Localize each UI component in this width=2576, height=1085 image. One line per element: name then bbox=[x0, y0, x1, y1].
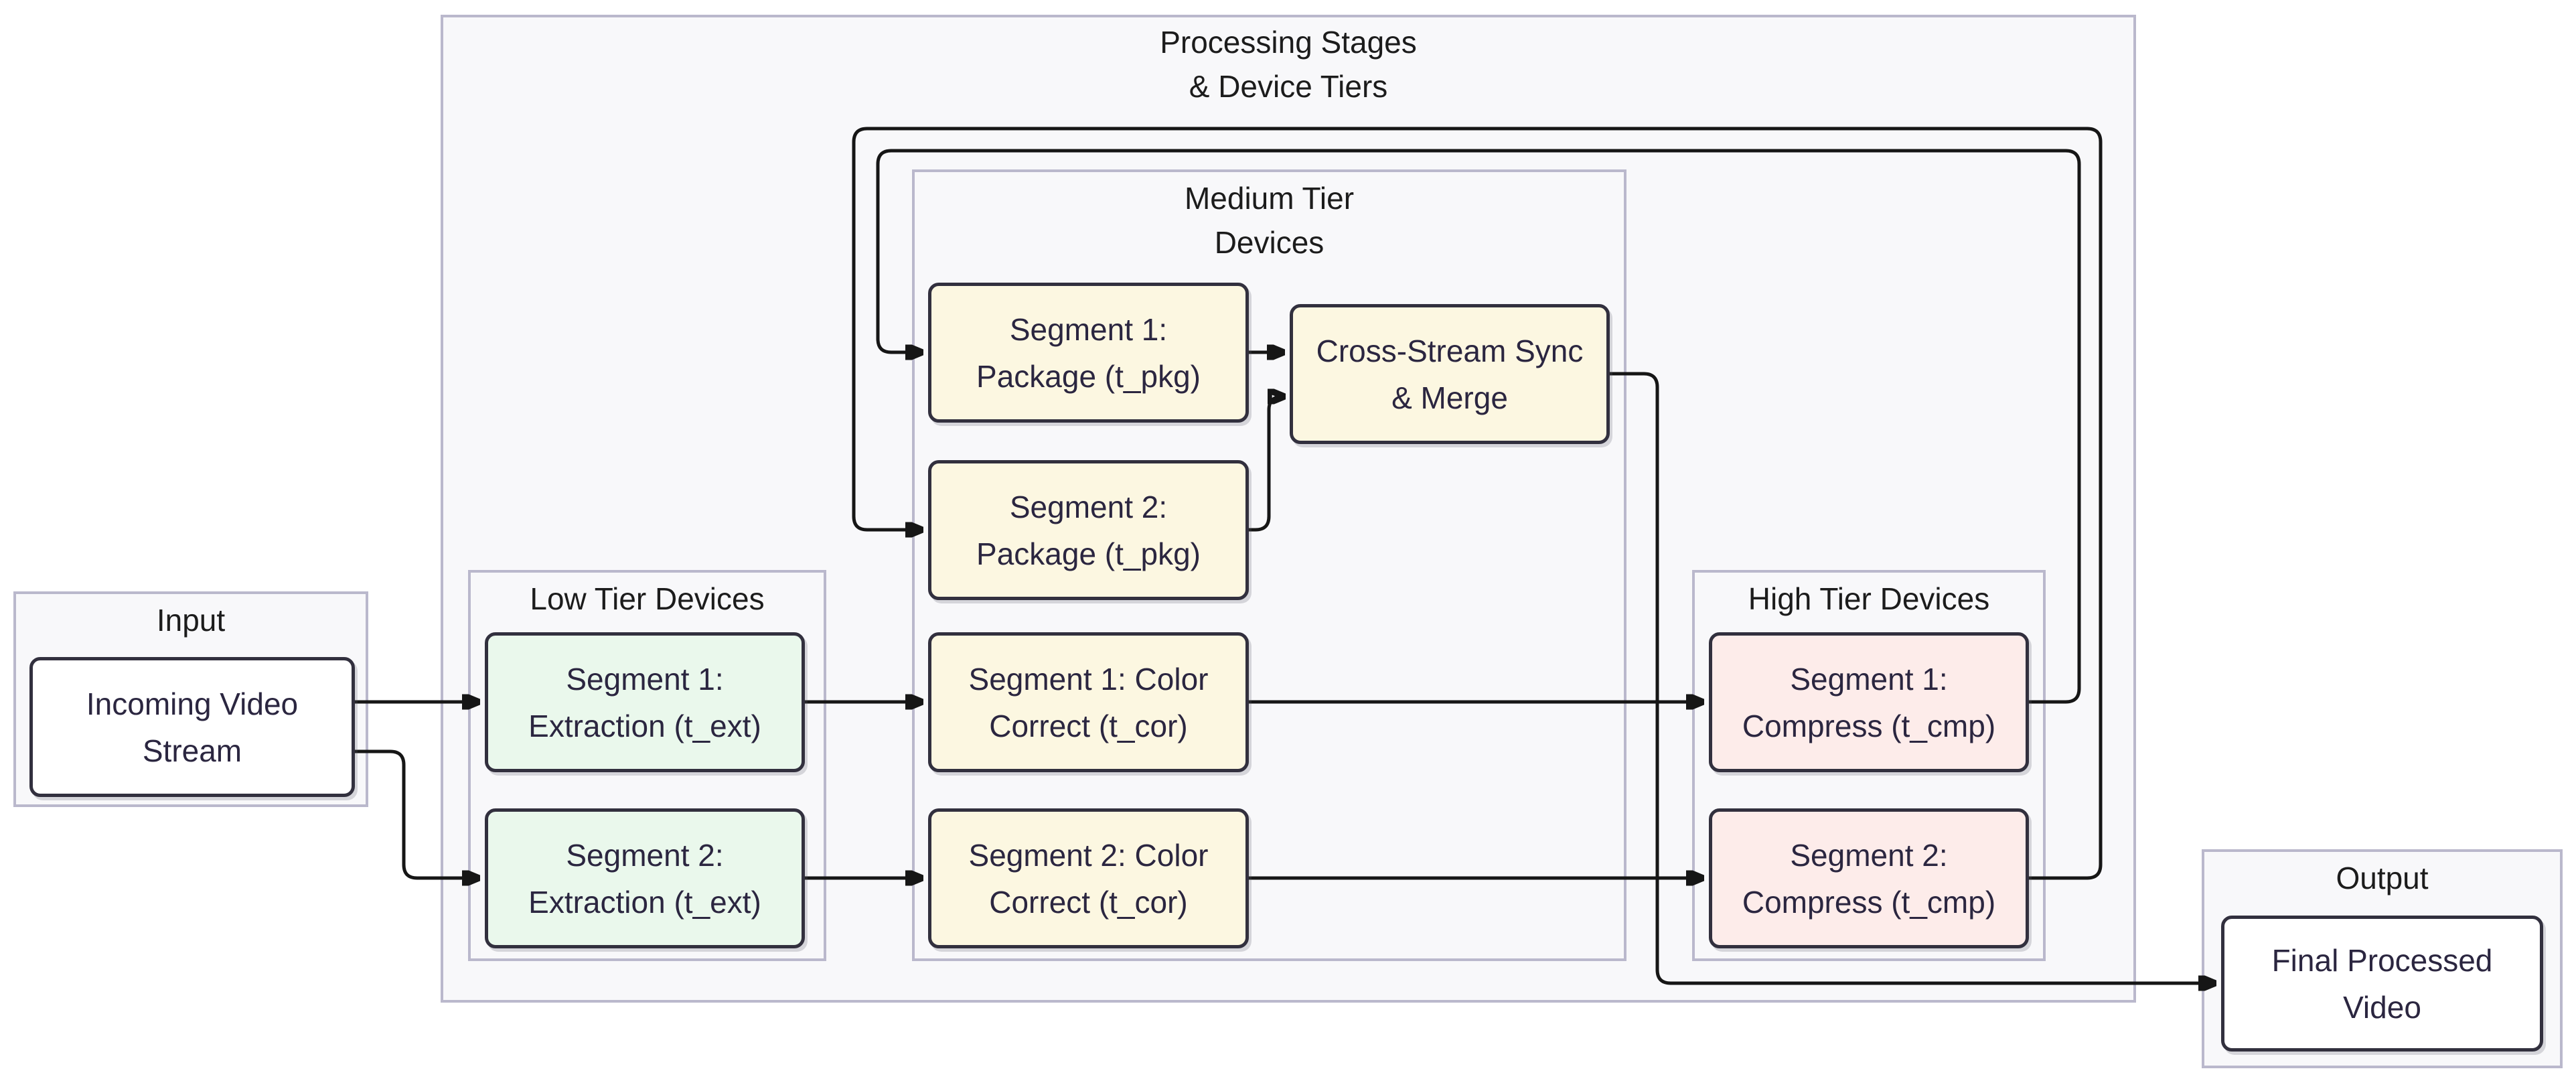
node-segment2-package: Segment 2: Package (t_pkg) bbox=[928, 460, 1249, 600]
node-text-line: & Merge bbox=[1391, 380, 1508, 415]
node-cross-stream-sync-merge: Cross-Stream Sync & Merge bbox=[1290, 304, 1610, 444]
node-segment2-compress: Segment 2: Compress (t_cmp) bbox=[1709, 808, 2029, 948]
title-line-1: Processing Stages bbox=[1160, 25, 1417, 60]
container-processing-stages-title: Processing Stages & Device Tiers bbox=[441, 20, 2136, 108]
node-text-line: Incoming Video bbox=[86, 686, 299, 721]
node-text-line: Video bbox=[2343, 989, 2421, 1025]
container-medium-tier-label: Medium Tier Devices bbox=[912, 176, 1626, 265]
node-incoming-video-stream: Incoming Video Stream bbox=[29, 657, 355, 797]
node-text-line: Correct (t_cor) bbox=[989, 708, 1188, 743]
node-text-line: Segment 2: Color bbox=[968, 837, 1209, 873]
container-output-label: Output bbox=[2336, 861, 2429, 895]
node-text-line: Extraction (t_ext) bbox=[528, 884, 761, 920]
node-text-line: Compress (t_cmp) bbox=[1742, 884, 1996, 920]
node-segment2-extraction: Segment 2: Extraction (t_ext) bbox=[485, 808, 805, 948]
node-segment1-color-correct: Segment 1: Color Correct (t_cor) bbox=[928, 632, 1249, 772]
container-high-tier-label: High Tier Devices bbox=[1748, 581, 1990, 616]
medium-tier-label-line-1: Medium Tier bbox=[1184, 181, 1355, 216]
container-low-tier-label: Low Tier Devices bbox=[530, 581, 765, 616]
node-text-line: Segment 1: Color bbox=[968, 661, 1209, 697]
node-segment1-compress: Segment 1: Compress (t_cmp) bbox=[1709, 632, 2029, 772]
node-text-line: Segment 2: bbox=[1790, 837, 1948, 873]
node-final-processed-video: Final Processed Video bbox=[2221, 916, 2543, 1052]
node-text-line: Final Processed bbox=[2271, 942, 2493, 978]
node-text-line: Segment 1: bbox=[566, 661, 724, 697]
node-text-line: Extraction (t_ext) bbox=[528, 708, 761, 743]
node-text-line: Compress (t_cmp) bbox=[1742, 708, 1996, 743]
container-input-label: Input bbox=[156, 603, 226, 638]
node-text-line: Segment 1: bbox=[1790, 661, 1948, 697]
node-text-line: Segment 2: bbox=[1009, 489, 1168, 524]
node-text-line: Cross-Stream Sync bbox=[1316, 333, 1584, 368]
node-text-line: Segment 2: bbox=[566, 837, 724, 873]
node-text-line: Package (t_pkg) bbox=[976, 536, 1201, 571]
node-text-line: Package (t_pkg) bbox=[976, 358, 1201, 394]
node-segment1-package: Segment 1: Package (t_pkg) bbox=[928, 283, 1249, 423]
node-text-line: Segment 1: bbox=[1009, 311, 1168, 347]
node-text-line: Correct (t_cor) bbox=[989, 884, 1188, 920]
node-text-line: Stream bbox=[142, 733, 242, 768]
node-segment2-color-correct: Segment 2: Color Correct (t_cor) bbox=[928, 808, 1249, 948]
node-segment1-extraction: Segment 1: Extraction (t_ext) bbox=[485, 632, 805, 772]
medium-tier-label-line-2: Devices bbox=[1214, 225, 1324, 260]
title-line-2: & Device Tiers bbox=[1189, 69, 1388, 104]
